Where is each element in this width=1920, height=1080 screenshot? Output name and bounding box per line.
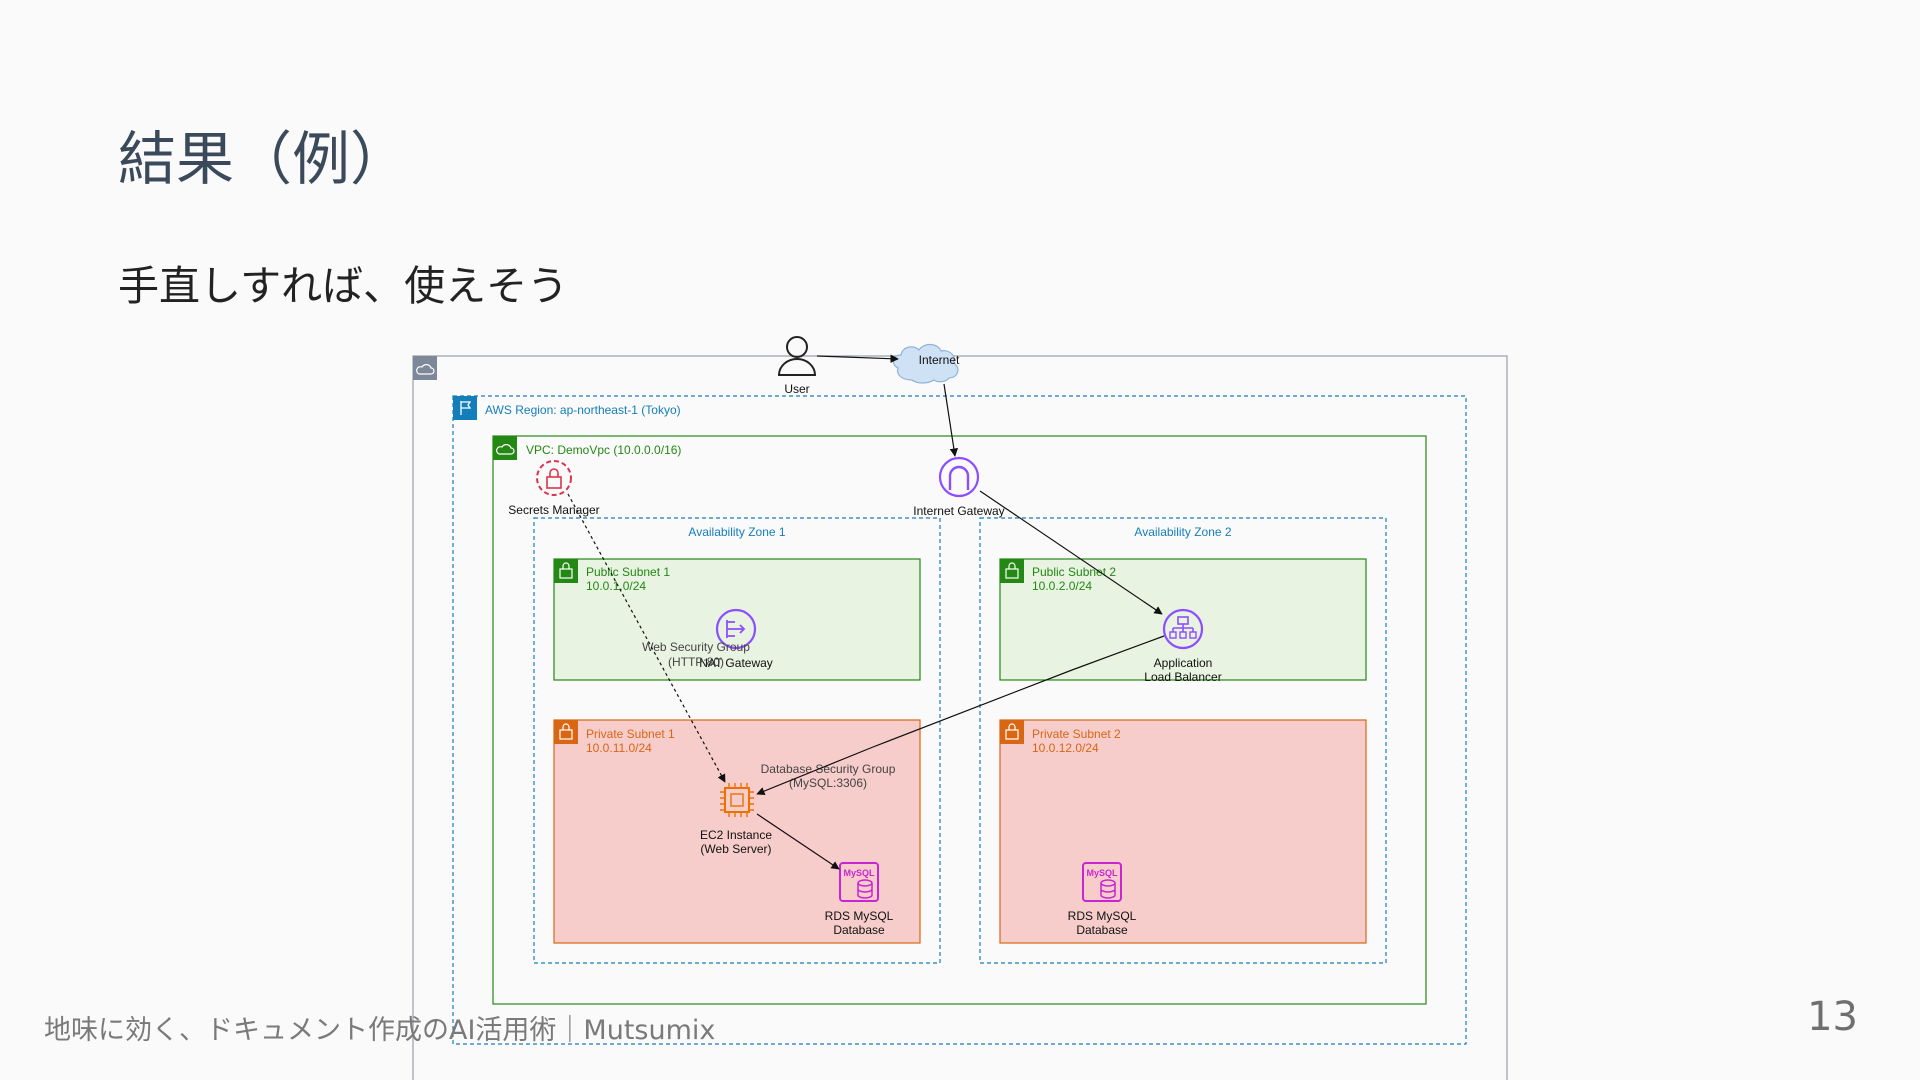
public-subnet-2: [999, 558, 1367, 681]
private-subnet-1-lock-icon: [554, 720, 578, 744]
region-label: AWS Region: ap-northeast-1 (Tokyo): [485, 403, 681, 417]
region-flag-icon: [453, 396, 477, 420]
igw-to-alb-arrow: [979, 490, 1163, 615]
page-number: 13: [1807, 994, 1858, 1040]
internet-gateway-icon: [938, 456, 980, 498]
ec2-label-line2: (Web Server): [700, 842, 771, 856]
web-security-group-port: (HTTP:80): [668, 655, 724, 669]
public-subnet-1-name: Public Subnet 1: [586, 565, 670, 579]
public-subnet-2-lock-icon: [1000, 559, 1024, 583]
nat-gateway-label: NAT Gateway: [699, 656, 773, 670]
private-subnet-2: [999, 719, 1367, 944]
load-balancer-label-line2: Load Balancer: [1144, 670, 1221, 684]
public-subnet-1-cidr: 10.0.1.0/24: [586, 579, 646, 593]
rds-1-mysql-badge: MySQL: [843, 868, 875, 878]
private-subnet-2-lock-icon: [1000, 720, 1024, 744]
internet-gateway-label: Internet Gateway: [913, 504, 1004, 518]
user-label: User: [784, 382, 809, 396]
rds-1-label-line2: Database: [833, 923, 885, 937]
user-icon: [777, 336, 817, 376]
availability-zone-1: [533, 517, 941, 964]
private-subnet-1-cidr: 10.0.11.0/24: [586, 741, 652, 755]
region-group: [452, 395, 1467, 1045]
ec2-instance-icon: [720, 783, 754, 817]
internet-label: Internet: [919, 353, 960, 367]
rds-2-mysql-badge: MySQL: [1086, 868, 1118, 878]
web-security-group-label: Web Security Group: [642, 640, 750, 654]
user-to-internet-arrow: [816, 354, 899, 363]
db-security-group-label: Database Security Group: [761, 762, 896, 776]
private-subnet-2-cidr: 10.0.12.0/24: [1032, 741, 1099, 755]
vpc-label: VPC: DemoVpc (10.0.0.0/16): [526, 443, 681, 457]
db-security-group-port: (MySQL:3306): [789, 776, 867, 790]
availability-zone-2: [979, 517, 1387, 964]
alb-to-ec2-arrow: [756, 635, 1165, 796]
private-subnet-1: [553, 719, 921, 944]
public-subnet-1-lock-icon: [554, 559, 578, 583]
vpc-icon: [493, 436, 517, 460]
nat-gateway-icon: [715, 608, 757, 650]
rds-2-label-line1: RDS MySQL: [1068, 909, 1137, 923]
private-subnet-2-name: Private Subnet 2: [1032, 727, 1121, 741]
vpc-group: [492, 435, 1427, 1005]
internet-to-igw-arrow: [943, 383, 959, 457]
secrets-to-ec2-arrow: [567, 493, 726, 783]
cloud-group-icon: [413, 356, 437, 380]
load-balancer-icon: [1162, 608, 1204, 650]
secrets-manager-label: Secrets Manager: [508, 503, 599, 517]
rds-mysql-icon-2: MySQL: [1082, 862, 1122, 902]
ec2-label-line1: EC2 Instance: [700, 828, 772, 842]
rds-mysql-icon-1: MySQL: [839, 862, 879, 902]
private-subnet-1-name: Private Subnet 1: [586, 727, 675, 741]
slide-subtitle: 手直しすれば、使えそう: [118, 262, 569, 310]
az2-label: Availability Zone 2: [1134, 525, 1231, 539]
rds-2-label-line2: Database: [1076, 923, 1128, 937]
rds-1-label-line1: RDS MySQL: [825, 909, 894, 923]
public-subnet-2-name: Public Subnet 2: [1032, 565, 1116, 579]
footer-text: 地味に効く、ドキュメント作成のAI活用術｜Mutsumix: [44, 1015, 716, 1046]
slide-title: 結果（例）: [118, 125, 409, 193]
secrets-manager-icon: [536, 460, 572, 496]
internet-cloud-icon: [892, 343, 959, 384]
public-subnet-2-cidr: 10.0.2.0/24: [1032, 579, 1092, 593]
ec2-to-rds-arrow: [756, 813, 840, 870]
load-balancer-label-line1: Application: [1154, 656, 1213, 670]
az1-label: Availability Zone 1: [688, 525, 785, 539]
aws-cloud-group: [412, 355, 1508, 1080]
